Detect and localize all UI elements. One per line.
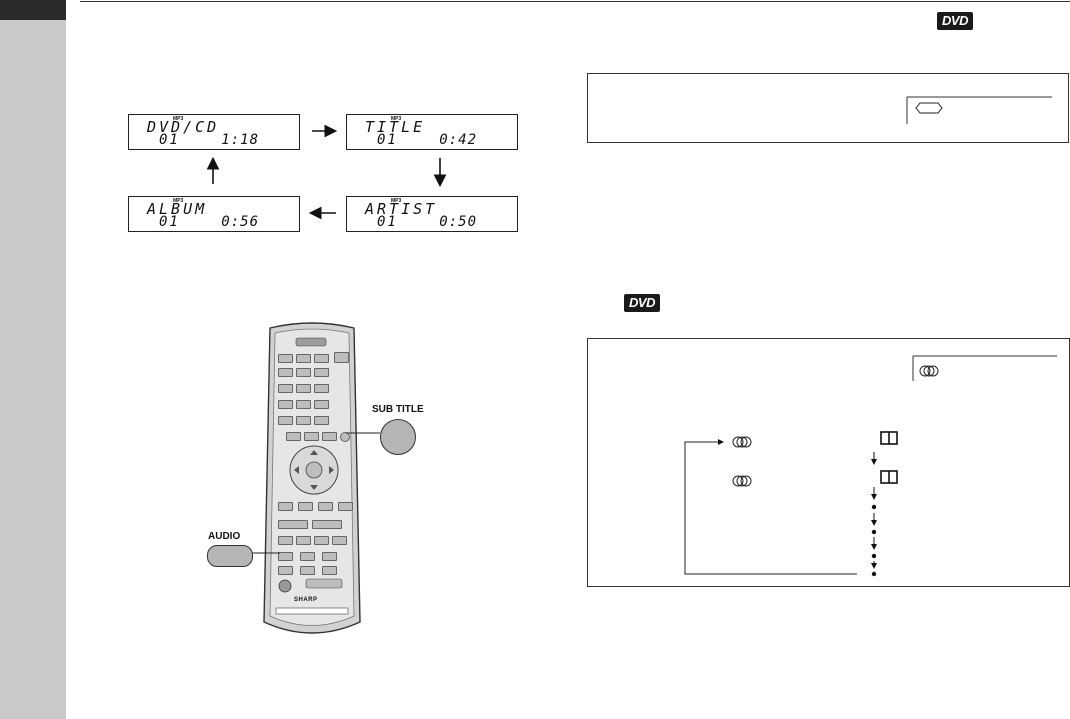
sidebar-tab	[0, 0, 66, 20]
remote-button[interactable]	[300, 552, 315, 561]
lcd-line1: TITLE	[365, 118, 426, 136]
remote-button[interactable]	[338, 502, 353, 511]
audio-remote-key[interactable]	[278, 552, 293, 561]
remote-button[interactable]	[296, 416, 311, 425]
remote-button[interactable]	[314, 384, 329, 393]
lcd-line1: ARTIST	[365, 200, 438, 218]
remote-button[interactable]	[322, 432, 337, 441]
remote-control: SHARP	[262, 322, 362, 638]
subtitle-remote-key[interactable]	[340, 432, 350, 442]
lcd-time: 0:56	[221, 214, 259, 230]
lcd-display-dvdcd: MP3 DVD/CD 01 1:18	[128, 114, 300, 150]
remote-button[interactable]	[278, 502, 293, 511]
remote-button[interactable]	[278, 520, 308, 529]
remote-button[interactable]	[278, 536, 293, 545]
dolby-icon	[880, 431, 898, 445]
remote-button[interactable]	[314, 536, 329, 545]
mp3-tag: MP3	[173, 116, 184, 122]
lcd-track: 01	[377, 132, 398, 148]
remote-button[interactable]	[314, 400, 329, 409]
remote-brand-logo: SHARP	[294, 597, 318, 603]
remote-button[interactable]	[334, 352, 349, 363]
remote-button[interactable]	[278, 368, 293, 377]
lcd-display-artist: MP3 ARTIST 01 0:50	[346, 196, 518, 232]
remote-button[interactable]	[322, 566, 337, 575]
remote-button[interactable]	[278, 384, 293, 393]
remote-button[interactable]	[278, 354, 293, 363]
audio-icon	[732, 436, 752, 448]
subtitle-info-box	[587, 73, 1069, 143]
remote-button[interactable]	[286, 432, 301, 441]
mp3-tag: MP3	[391, 198, 402, 204]
lcd-time: 0:42	[439, 132, 477, 148]
remote-button[interactable]	[322, 552, 337, 561]
lcd-line1: DVD/CD	[147, 118, 220, 136]
remote-button[interactable]	[296, 384, 311, 393]
subtitle-screen-indicator	[906, 96, 1052, 124]
dvd-badge-header: DVD	[937, 12, 973, 30]
lcd-time: 0:50	[439, 214, 477, 230]
lcd-display-title: MP3 TITLE 01 0:42	[346, 114, 518, 150]
top-rule	[80, 1, 1070, 2]
lcd-line1: ALBUM	[147, 200, 208, 218]
audio-button[interactable]	[207, 545, 253, 567]
lcd-track: 01	[159, 214, 180, 230]
dvd-badge-audio: DVD	[624, 294, 660, 312]
remote-button[interactable]	[296, 400, 311, 409]
remote-button[interactable]	[278, 400, 293, 409]
remote-button[interactable]	[300, 566, 315, 575]
audio-icon	[732, 475, 752, 487]
mp3-tag: MP3	[391, 116, 402, 122]
audio-flow-diagram	[684, 355, 1057, 577]
remote-button[interactable]	[278, 416, 293, 425]
remote-button[interactable]	[318, 502, 333, 511]
lcd-display-album: MP3 ALBUM 01 0:56	[128, 196, 300, 232]
remote-button[interactable]	[312, 520, 342, 529]
lcd-track: 01	[159, 132, 180, 148]
remote-button[interactable]	[314, 416, 329, 425]
remote-button[interactable]	[314, 368, 329, 377]
mp3-tag: MP3	[173, 198, 184, 204]
subtitle-icon	[915, 102, 943, 114]
remote-button[interactable]	[296, 368, 311, 377]
audio-callout-label: AUDIO	[208, 531, 241, 542]
audio-icon	[919, 365, 939, 377]
remote-button[interactable]	[296, 354, 311, 363]
lcd-track: 01	[377, 214, 398, 230]
audio-info-box	[587, 338, 1070, 587]
subtitle-button[interactable]	[380, 419, 416, 455]
dolby-icon	[880, 470, 898, 484]
remote-button[interactable]	[278, 566, 293, 575]
subtitle-callout-label: SUB TITLE	[372, 404, 424, 415]
remote-button[interactable]	[296, 536, 311, 545]
page-sidebar	[0, 0, 66, 719]
remote-button[interactable]	[314, 354, 329, 363]
remote-button[interactable]	[332, 536, 347, 545]
lcd-time: 1:18	[221, 132, 259, 148]
remote-button[interactable]	[298, 502, 313, 511]
remote-button[interactable]	[304, 432, 319, 441]
